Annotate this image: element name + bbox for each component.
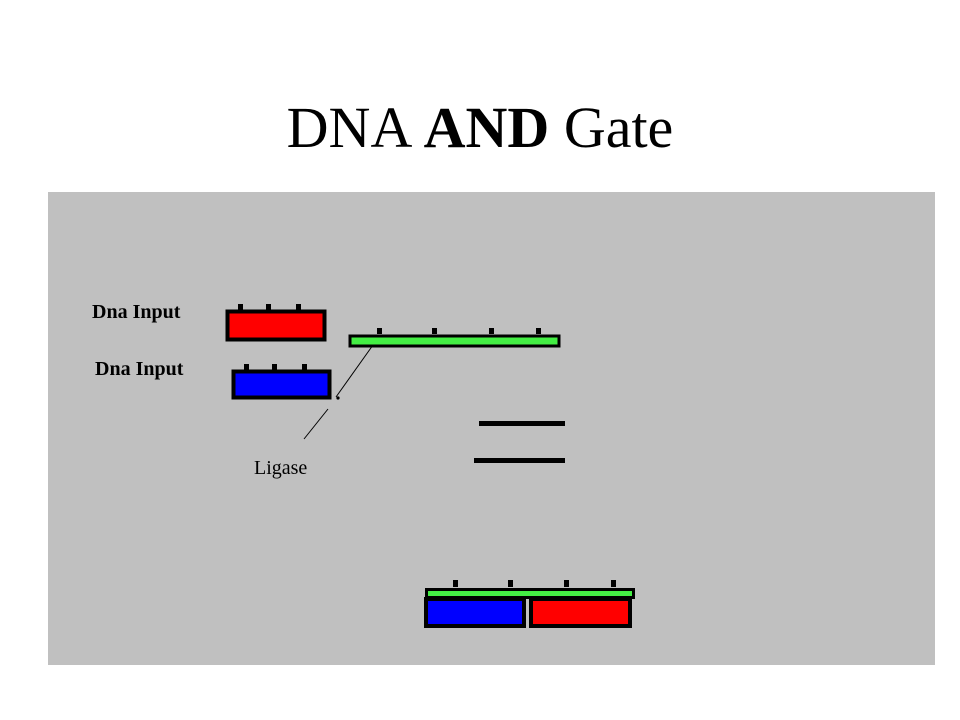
input-2-tick	[272, 364, 277, 371]
input-label-2: Dna Input	[95, 358, 184, 380]
input-1-tick	[296, 304, 301, 311]
result-green-strand	[425, 588, 635, 599]
diagram-panel: Dna Input Dna Input	[48, 192, 935, 665]
template-green-strand	[348, 334, 561, 348]
input-2-blue-strand	[231, 369, 332, 400]
result-red-strand	[529, 597, 632, 628]
input-1-tick	[238, 304, 243, 311]
input-2-block	[231, 364, 332, 400]
input-1-red-strand	[225, 309, 327, 342]
ligase-pointer	[303, 344, 374, 440]
input-1-tick	[266, 304, 271, 311]
template-tick	[377, 328, 382, 334]
equals-sign	[474, 421, 565, 463]
title-and: AND	[423, 95, 550, 160]
slide-title: DNA AND Gate	[0, 90, 960, 166]
result-tick	[611, 580, 616, 587]
equals-bar-bottom	[474, 458, 565, 463]
ligase-line-upper	[335, 344, 374, 398]
result-tick	[453, 580, 458, 587]
template-strand	[348, 328, 561, 348]
ligase-line-lower	[303, 408, 329, 440]
ligase-label: Ligase	[254, 457, 307, 479]
input-1-block	[225, 304, 327, 342]
ligase-point	[336, 396, 340, 400]
input-2-tick	[302, 364, 307, 371]
result-tick	[508, 580, 513, 587]
result-block	[424, 580, 635, 628]
result-tick	[564, 580, 569, 587]
input-2-tick	[244, 364, 249, 371]
input-label-1: Dna Input	[92, 301, 181, 323]
template-tick	[432, 328, 437, 334]
title-dna: DNA	[286, 95, 410, 160]
template-tick	[489, 328, 494, 334]
template-tick	[536, 328, 541, 334]
diagram-svg: Dna Input Dna Input	[92, 301, 635, 628]
result-blue-strand	[424, 597, 526, 628]
title-gate: Gate	[563, 95, 674, 160]
equals-bar-top	[479, 421, 565, 426]
